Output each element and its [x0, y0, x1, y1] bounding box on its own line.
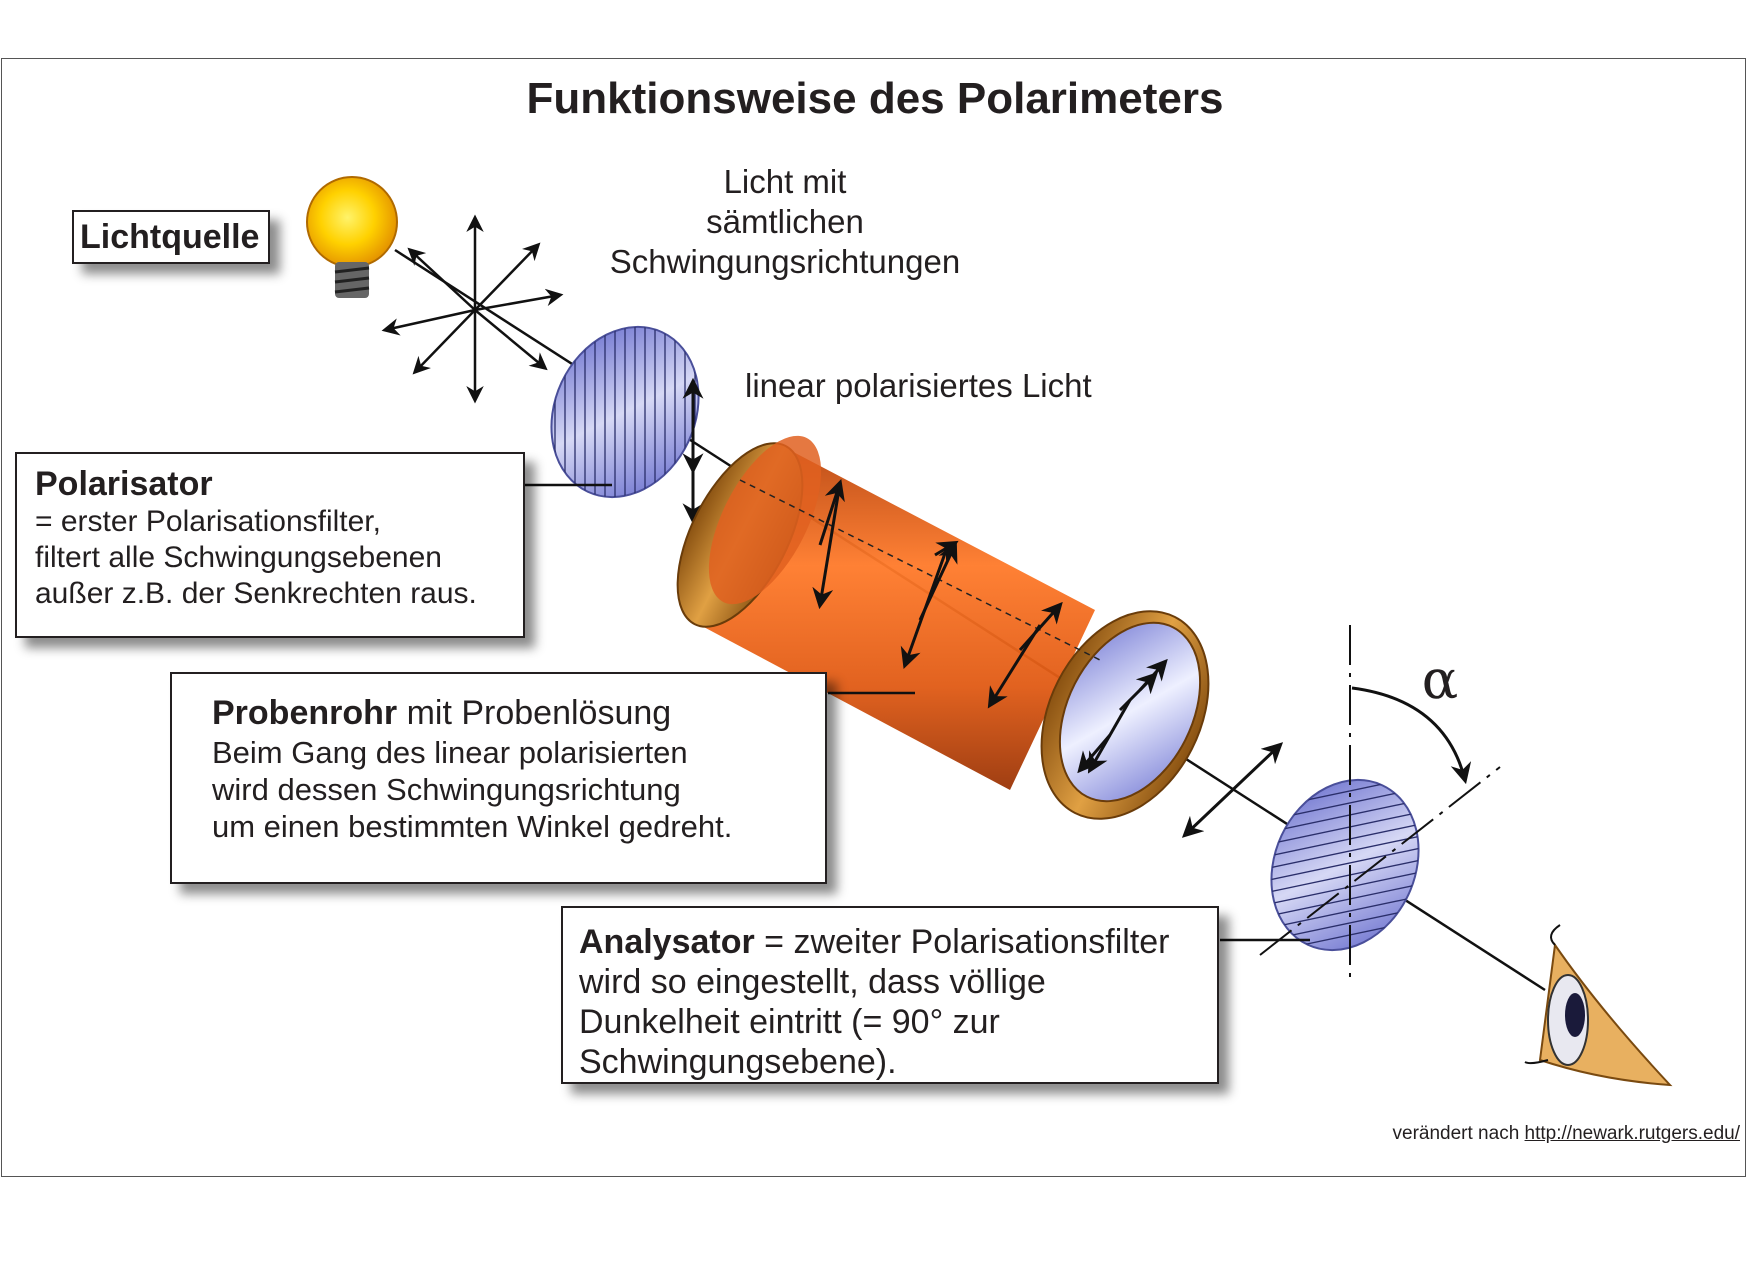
analysator-line-1: wird so eingestellt, dass völlige — [579, 963, 1046, 1001]
rotated-polarization-arrow-icon — [1181, 742, 1284, 838]
analysator-heading-line: Analysator = zweiter Polarisationsfilter — [579, 922, 1201, 962]
angle-alpha-label: α — [1421, 648, 1459, 711]
polarizer-filter — [544, 302, 706, 520]
probenrohr-heading: Probenrohr — [212, 694, 398, 732]
light-all-line-2: sämtlichen — [706, 203, 864, 240]
analyzer-filter — [1249, 759, 1441, 957]
credit-link[interactable]: http://newark.rutgers.edu/ — [1524, 1123, 1740, 1144]
analysator-line-3: Schwingungsebene). — [579, 1043, 897, 1081]
analysator-line-2: Dunkelheit eintritt (= 90° zur — [579, 1003, 1000, 1041]
linear-polarized-light-label: linear polarisiertes Licht — [745, 367, 1092, 404]
polarisator-heading: Polarisator — [35, 465, 213, 503]
credit-line: verändert nach http://newark.rutgers.edu… — [1393, 1123, 1740, 1145]
probenrohr-line-2: wird dessen Schwingungsrichtung — [212, 772, 681, 807]
polarisator-line-1: = erster Polarisationsfilter, — [35, 505, 381, 538]
probenrohr-line-3: um einen bestimmten Winkel gedreht. — [212, 809, 733, 844]
analysator-heading: Analysator — [579, 923, 755, 961]
analyzer-direction-line — [1259, 766, 1501, 956]
lichtquelle-box: Lichtquelle — [72, 210, 270, 264]
eye-icon — [1524, 924, 1673, 1087]
probenrohr-line-1: Beim Gang des linear polarisierten — [212, 735, 688, 770]
probenrohr-heading-rest: mit Probenlösung — [397, 694, 672, 732]
credit-prefix: verändert nach — [1392, 1123, 1525, 1144]
analysator-box: Analysator = zweiter Polarisationsfilter… — [561, 906, 1219, 1084]
light-bulb-icon — [306, 176, 398, 298]
polarisator-box: Polarisator = erster Polarisationsfilter… — [15, 452, 525, 638]
lichtquelle-label: Lichtquelle — [80, 218, 260, 256]
polarisator-line-3: außer z.B. der Senkrechten raus. — [35, 577, 477, 610]
light-all-line-3: Schwingungsrichtungen — [609, 243, 961, 280]
analysator-heading-rest: = zweiter Polarisationsfilter — [754, 923, 1170, 961]
polarisator-line-2: filtert alle Schwingungsebenen — [35, 541, 442, 574]
light-all-line-1: Licht mit — [723, 163, 847, 200]
all-directions-arrows-icon — [381, 214, 564, 404]
probenrohr-heading-line: Probenrohr mit Probenlösung — [212, 692, 785, 734]
light-all-directions-label: Licht mit sämtlichen Schwingungsrichtung… — [560, 162, 1010, 282]
page-title: Funktionsweise des Polarimeters — [526, 74, 1224, 123]
probenrohr-box: Probenrohr mit Probenlösung Beim Gang de… — [170, 672, 827, 884]
rotating-polarization-arrows-icon — [812, 479, 1168, 774]
angle-arc — [1351, 686, 1472, 785]
